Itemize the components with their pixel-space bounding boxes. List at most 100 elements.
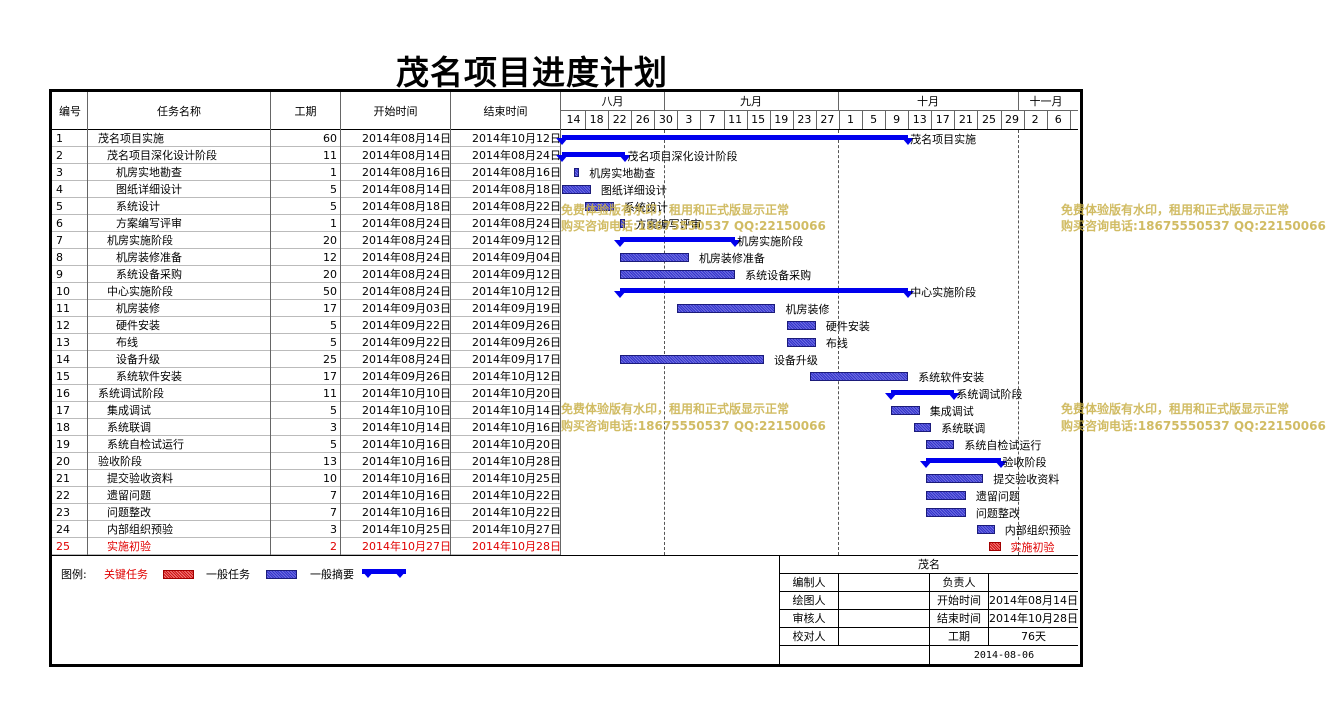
task-duration: 1 xyxy=(330,166,337,179)
task-duration: 11 xyxy=(323,149,337,162)
row-divider xyxy=(52,469,560,470)
task-id: 8 xyxy=(56,251,63,264)
task-start: 2014年08月24日 xyxy=(362,268,451,281)
task-start: 2014年10月16日 xyxy=(362,455,451,468)
row-divider xyxy=(52,316,560,317)
task-duration: 5 xyxy=(330,319,337,332)
summary-bar-end-cap xyxy=(902,138,915,145)
day-tick-label: 27 xyxy=(820,113,835,126)
task-duration: 11 xyxy=(323,387,337,400)
task-id: 4 xyxy=(56,183,63,196)
column-divider xyxy=(270,92,271,555)
task-end: 2014年09月26日 xyxy=(472,336,561,349)
bar-label: 茂名项目深化设计阶段 xyxy=(627,150,738,163)
day-tick-label: 21 xyxy=(958,113,973,126)
task-bar xyxy=(619,355,764,364)
row-divider xyxy=(52,350,560,351)
month-guide-line xyxy=(838,130,839,555)
task-start: 2014年10月25日 xyxy=(362,523,451,536)
task-bar xyxy=(913,423,932,432)
task-name: 系统设计 xyxy=(116,200,160,213)
month-divider xyxy=(664,92,665,111)
bar-label: 集成调试 xyxy=(929,405,974,418)
bar-label: 机房实施阶段 xyxy=(737,235,804,248)
day-tick-label: 17 xyxy=(935,113,950,126)
task-end: 2014年10月20日 xyxy=(472,438,561,451)
row-divider xyxy=(52,282,560,283)
summary-bar xyxy=(619,288,909,293)
task-duration: 13 xyxy=(323,455,337,468)
task-name: 茂名项目实施 xyxy=(98,132,164,145)
task-duration: 20 xyxy=(323,268,337,281)
legend-critical-label: 关键任务 xyxy=(104,568,148,581)
month-label: 十月 xyxy=(917,95,939,108)
task-end: 2014年09月12日 xyxy=(472,268,561,281)
task-id: 7 xyxy=(56,234,63,247)
day-divider xyxy=(792,111,794,129)
month-label: 八月 xyxy=(601,95,624,108)
task-name: 布线 xyxy=(116,336,138,349)
info-checker-label: 校对人 xyxy=(792,630,826,643)
critical-task-bar xyxy=(988,542,1001,551)
task-bar xyxy=(573,168,580,177)
task-duration: 10 xyxy=(323,472,337,485)
task-end: 2014年09月26日 xyxy=(472,319,561,332)
header-bottom-rule xyxy=(52,129,1078,130)
row-divider xyxy=(52,537,560,538)
day-tick-label: 14 xyxy=(566,113,581,126)
info-start-value: 2014年08月14日 xyxy=(989,594,1078,607)
day-tick-label: 30 xyxy=(658,113,673,126)
summary-bar xyxy=(890,390,955,395)
task-start: 2014年09月03日 xyxy=(362,302,451,315)
summary-bar-end-cap xyxy=(619,155,632,162)
watermark-line2-d: 购买咨询电话:18675550537 QQ:22150066 xyxy=(1061,419,1326,433)
task-start: 2014年10月16日 xyxy=(362,438,451,451)
task-end: 2014年10月28日 xyxy=(472,540,561,553)
column-divider xyxy=(87,92,88,555)
col-header-id: 编号 xyxy=(59,105,81,118)
day-divider xyxy=(908,111,910,129)
month-divider xyxy=(838,92,839,111)
task-id: 10 xyxy=(56,285,70,298)
task-start: 2014年08月24日 xyxy=(362,251,451,264)
day-tick-label: 6 xyxy=(1054,113,1062,126)
day-tick-label: 9 xyxy=(893,113,901,126)
task-id: 21 xyxy=(56,472,70,485)
bar-label: 系统联调 xyxy=(941,422,986,435)
task-name: 提交验收资料 xyxy=(107,472,173,485)
day-divider xyxy=(585,111,587,129)
task-duration: 7 xyxy=(330,506,337,519)
task-bar xyxy=(925,491,966,500)
task-start: 2014年10月16日 xyxy=(362,506,451,519)
summary-bar-start-cap xyxy=(556,155,568,162)
row-divider xyxy=(52,435,560,436)
col-header-duration: 工期 xyxy=(294,105,317,118)
day-divider xyxy=(723,111,725,129)
bar-label: 问题整改 xyxy=(975,507,1020,520)
task-start: 2014年10月16日 xyxy=(362,489,451,502)
task-end: 2014年08月24日 xyxy=(472,149,561,162)
bar-label: 茂名项目实施 xyxy=(910,133,977,146)
task-start: 2014年08月24日 xyxy=(362,234,451,247)
day-divider xyxy=(608,111,610,129)
task-duration: 17 xyxy=(323,370,337,383)
month-guide-line xyxy=(664,130,665,555)
watermark-line1-d: 免费体验版有水印，租用和正式版显示正常 xyxy=(1061,402,1290,416)
task-end: 2014年09月19日 xyxy=(472,302,561,315)
task-name: 机房装修 xyxy=(116,302,160,315)
day-divider xyxy=(838,111,840,129)
task-id: 18 xyxy=(56,421,70,434)
task-end: 2014年10月20日 xyxy=(472,387,561,400)
task-start: 2014年08月24日 xyxy=(362,285,451,298)
task-end: 2014年09月12日 xyxy=(472,234,561,247)
bar-label: 方案编写评审 xyxy=(635,218,702,231)
bar-label: 硬件安装 xyxy=(825,320,870,333)
table-bottom-rule xyxy=(52,555,1078,556)
day-divider xyxy=(1046,111,1048,129)
info-duration-label: 工期 xyxy=(948,630,970,643)
legend-summary-swatch xyxy=(362,569,406,581)
watermark-line1-b: 免费体验版有水印，租用和正式版显示正常 xyxy=(1061,203,1290,217)
info-drawer-label: 绘图人 xyxy=(792,594,826,607)
summary-bar xyxy=(562,152,626,157)
day-tick-label: 3 xyxy=(685,113,693,126)
